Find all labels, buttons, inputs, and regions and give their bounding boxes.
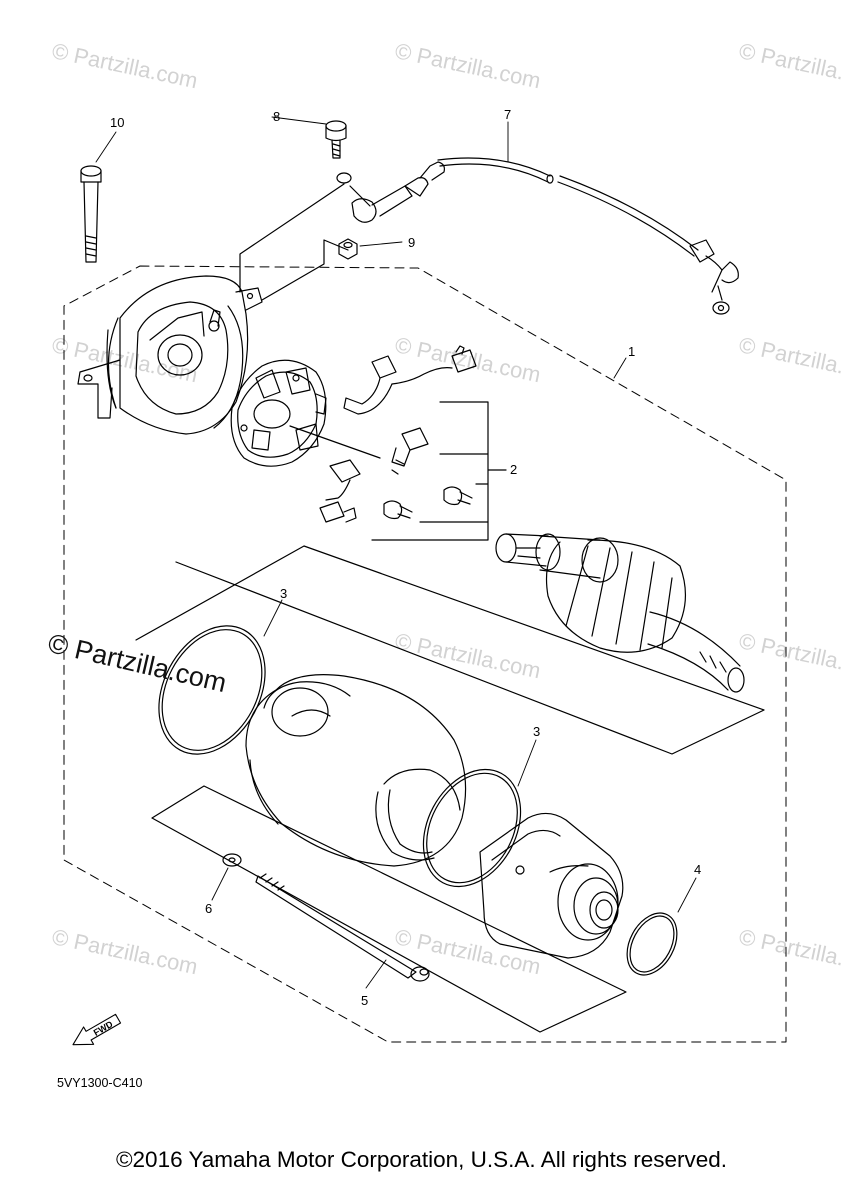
- fwd-label: FWD: [92, 1019, 115, 1038]
- callout-3-lower: 3: [533, 724, 541, 739]
- rear-end-cover: [77, 275, 263, 435]
- assembly-boundary: [63, 265, 787, 1043]
- callout-3-upper: 3: [280, 586, 288, 601]
- washer-part-6: [222, 853, 242, 867]
- brush-set-part-2: [319, 345, 477, 523]
- brush-holder-plate: [230, 359, 327, 467]
- callout-7: 7: [504, 107, 512, 122]
- guide-line: [135, 545, 765, 755]
- callout-8: 8: [273, 109, 281, 124]
- bolt-part-8: [325, 120, 347, 159]
- bolt-part-10: [80, 165, 102, 263]
- callout-1: 1: [628, 344, 636, 359]
- nut-part-9: [338, 238, 358, 260]
- leader-line: [289, 425, 381, 459]
- leader-line: [239, 183, 345, 293]
- armature: [495, 533, 745, 693]
- o-ring-part-3-lower: [422, 768, 522, 888]
- callout-4: 4: [694, 862, 702, 877]
- callout-10: 10: [110, 115, 125, 130]
- guide-line: [151, 785, 627, 1033]
- callout-2: 2: [510, 462, 518, 477]
- copyright-footer: ©2016 Yamaha Motor Corporation, U.S.A. A…: [115, 1147, 728, 1172]
- o-ring-part-3-upper: [158, 625, 266, 755]
- leader-line: [371, 401, 507, 541]
- front-end-cover: [479, 812, 624, 959]
- callout-6: 6: [205, 901, 213, 916]
- callout-5: 5: [361, 993, 369, 1008]
- through-bolt-part-5: [255, 873, 430, 982]
- o-ring-part-4: [626, 912, 678, 976]
- leader-line: [261, 239, 349, 301]
- callout-9: 9: [408, 235, 416, 250]
- yoke-housing: [245, 674, 467, 867]
- callout-leaders: [95, 116, 697, 989]
- fwd-arrow-icon: FWD: [72, 1013, 122, 1046]
- lead-wire-part-7: [336, 157, 739, 315]
- diagram-code: 5VY1300-C410: [57, 1076, 143, 1090]
